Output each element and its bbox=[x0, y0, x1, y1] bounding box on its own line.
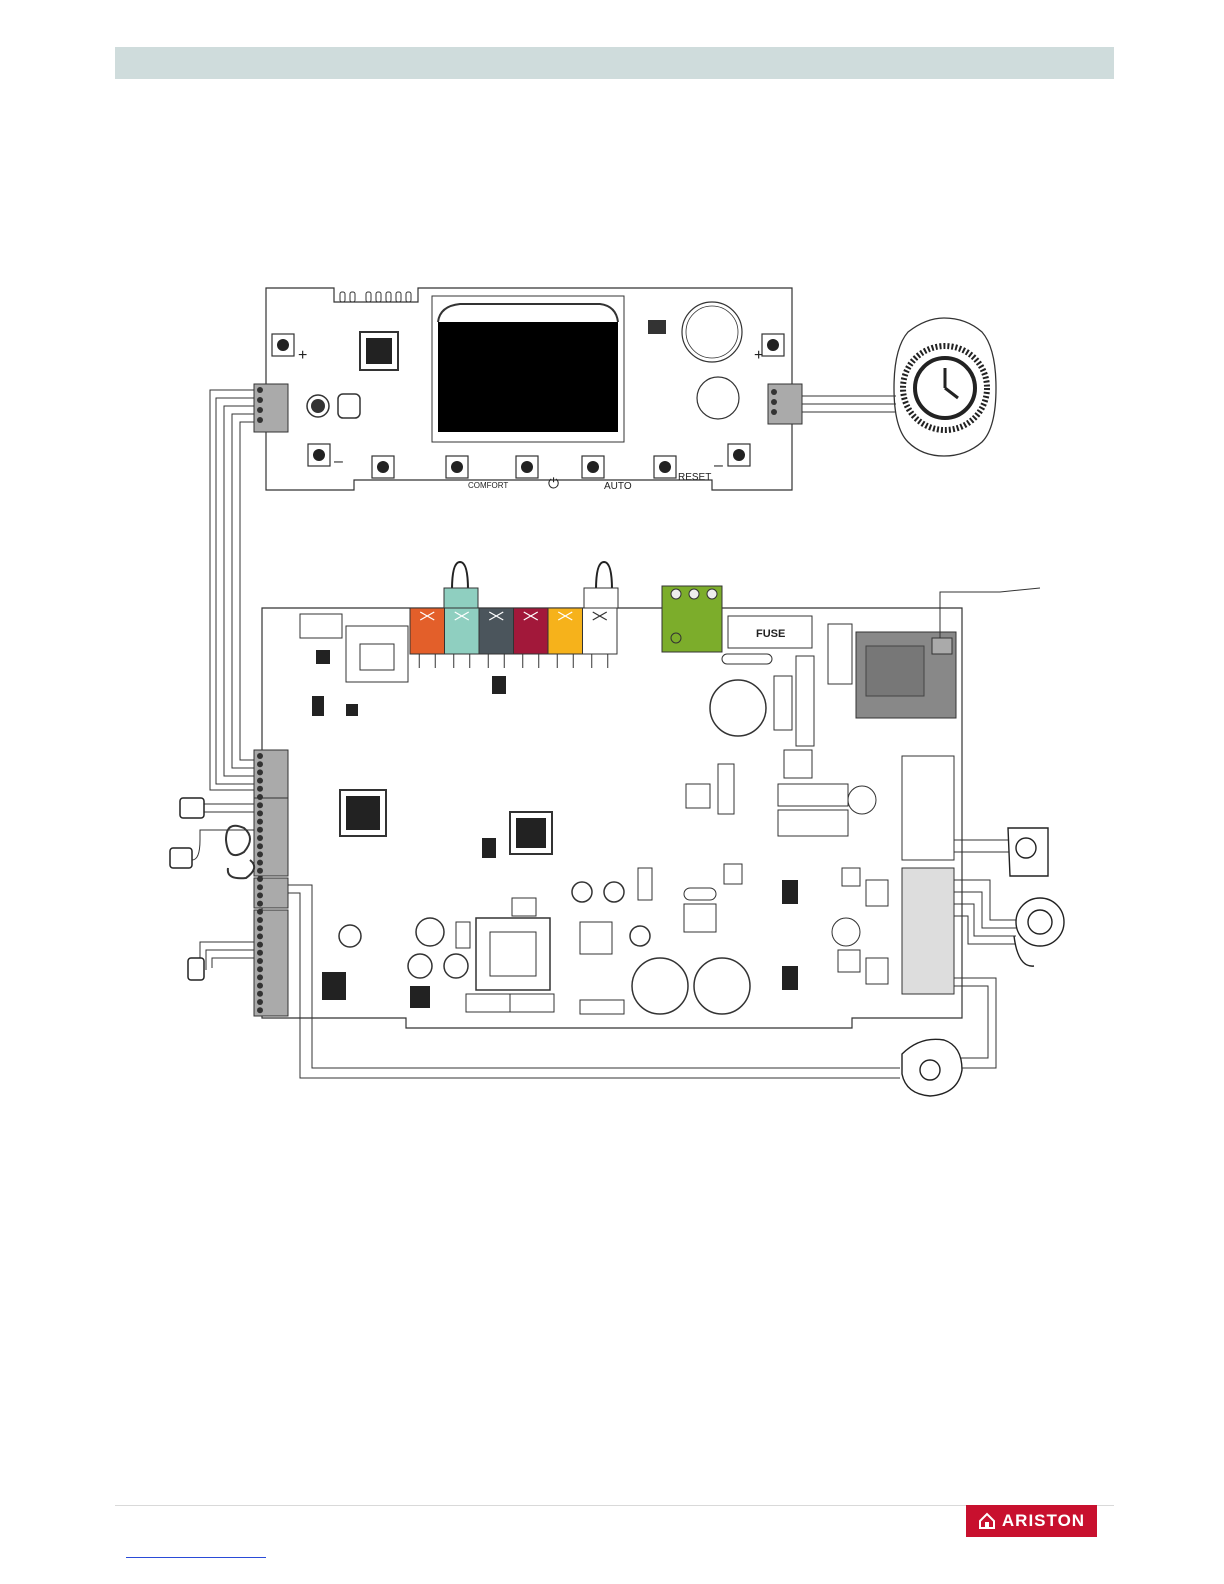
svg-text:–: – bbox=[714, 457, 723, 474]
comfort-label: COMFORT bbox=[468, 481, 508, 490]
footer-rule bbox=[115, 1505, 1114, 1506]
buzzer-icon bbox=[697, 377, 739, 419]
terminal-pin bbox=[257, 942, 263, 948]
terminal-pin bbox=[257, 761, 263, 767]
terminal-pin bbox=[257, 909, 263, 915]
terminal-pin bbox=[257, 835, 263, 841]
terminal-pin bbox=[257, 884, 263, 890]
terminal-pin bbox=[257, 827, 263, 833]
terminal-pin bbox=[257, 974, 263, 980]
terminal-pin bbox=[257, 901, 263, 907]
connector-block bbox=[479, 608, 514, 654]
terminal-pin bbox=[257, 794, 263, 800]
lcd-display bbox=[432, 296, 624, 442]
reset-label: RESET bbox=[678, 472, 711, 483]
right-terminal-blocks bbox=[902, 756, 954, 994]
terminal-pin bbox=[257, 769, 263, 775]
pump-icon bbox=[902, 1039, 962, 1096]
terminal-pin bbox=[257, 753, 263, 759]
terminal-pin bbox=[257, 958, 263, 964]
connector-block bbox=[548, 608, 583, 654]
svg-text:+: + bbox=[298, 347, 307, 364]
battery-icon bbox=[682, 302, 742, 362]
terminal-pin bbox=[257, 917, 263, 923]
terminal-pin bbox=[257, 925, 263, 931]
terminal-pin bbox=[257, 786, 263, 792]
main-board: FUSE bbox=[254, 562, 962, 1028]
fan-icon bbox=[1014, 898, 1064, 966]
svg-text:–: – bbox=[334, 453, 343, 470]
terminal-pin bbox=[257, 868, 263, 874]
terminal-pin bbox=[257, 876, 263, 882]
connector-block bbox=[445, 608, 480, 654]
terminal-pin bbox=[257, 933, 263, 939]
terminal-pin bbox=[257, 950, 263, 956]
connector-block bbox=[583, 608, 618, 654]
terminal-pin bbox=[257, 851, 263, 857]
svg-text:+: + bbox=[754, 347, 763, 364]
terminal-pin bbox=[257, 1007, 263, 1013]
footer-link-underline bbox=[126, 1557, 266, 1558]
terminal-pin bbox=[257, 892, 263, 898]
terminal-pin bbox=[257, 983, 263, 989]
connector-block bbox=[410, 608, 445, 654]
connector-block bbox=[514, 608, 549, 654]
terminal-pin bbox=[257, 966, 263, 972]
left-sensor-icons bbox=[170, 798, 204, 980]
display-left-connector bbox=[254, 384, 288, 432]
logo-text: ARISTON bbox=[1002, 1511, 1085, 1531]
terminal-pin bbox=[257, 819, 263, 825]
terminal-pin bbox=[257, 778, 263, 784]
svg-text:⏻: ⏻ bbox=[548, 475, 559, 491]
fuse-label: FUSE bbox=[756, 628, 785, 640]
earth-terminal bbox=[662, 586, 722, 652]
terminal-pin bbox=[257, 810, 263, 816]
house-icon bbox=[978, 1512, 996, 1530]
ariston-logo: ARISTON bbox=[966, 1505, 1097, 1537]
terminal-pin bbox=[257, 802, 263, 808]
terminal-pin bbox=[257, 991, 263, 997]
terminal-pin bbox=[257, 999, 263, 1005]
display-right-connector bbox=[768, 384, 802, 424]
clock-timer-icon bbox=[894, 318, 996, 456]
terminal-pin bbox=[257, 860, 263, 866]
auto-label: AUTO bbox=[604, 481, 632, 492]
gas-valve-icon bbox=[1008, 828, 1048, 876]
terminal-pin bbox=[257, 843, 263, 849]
display-board: + + – – ⏻ COMFORT AUTO RESET bbox=[254, 288, 802, 492]
